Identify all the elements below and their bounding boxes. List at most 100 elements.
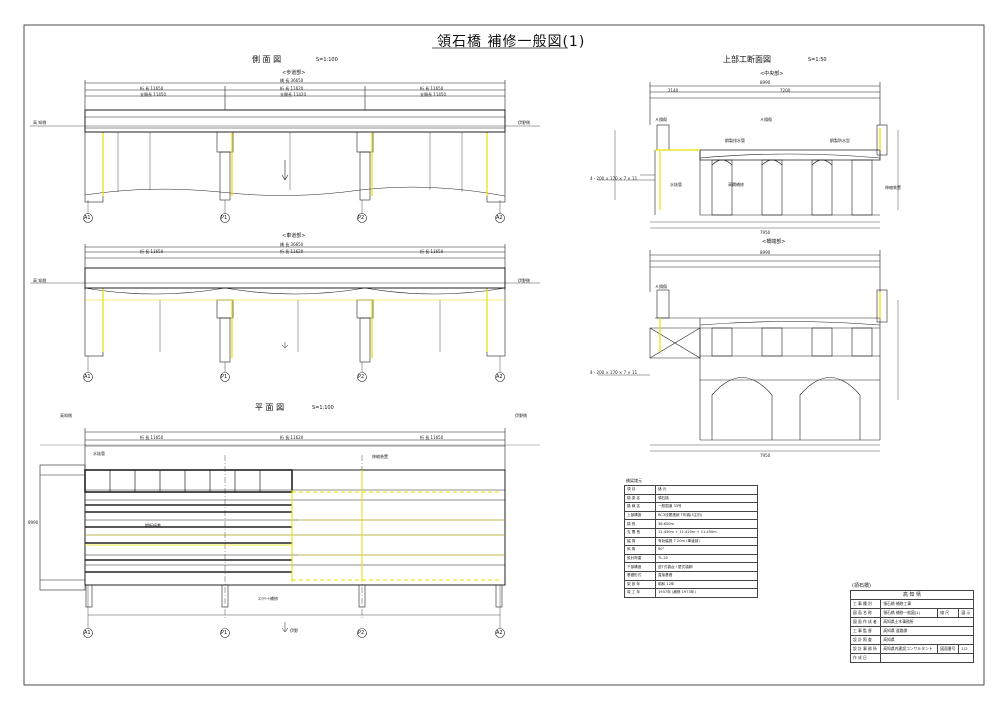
spec-cell-key: 竣 工 年: [624, 588, 656, 598]
spec-row: 架 設 年昭和 12年: [624, 579, 759, 590]
title-block-value: 高知県土木事務所: [880, 617, 974, 627]
title-block-scale-key: 縮 尺: [937, 608, 960, 618]
side-view-scale: S=1:100: [316, 57, 338, 63]
spec-cell-value: 領石橋: [654, 493, 759, 504]
plan-view-scale: S=1:100: [312, 405, 334, 411]
spec-row: 下部構造逆T式橋台 / 壁式橋脚: [624, 562, 759, 572]
spec-cell-value: 90°: [654, 545, 759, 555]
title-block-value: 高知県: [880, 635, 974, 645]
title-block-key: 設 計 事 務 所: [849, 644, 882, 654]
spec-cell-key: 架 設 年: [624, 579, 656, 590]
cross-section-bottom-width: 7950: [760, 230, 771, 235]
side-view-lower-right-end: 伊野側: [518, 278, 530, 283]
side-view-lower-span-3: 桁 長 11650: [420, 249, 444, 254]
pier-label-lower-p2: P2: [358, 374, 365, 380]
cross-section-center-highlights: [655, 128, 881, 210]
plan-view-label-drain: 水抜管: [93, 451, 105, 456]
cross-section-center: [598, 82, 899, 229]
plan-view-span-2: 桁 長 11620: [280, 435, 304, 440]
title-block-tag: (領石橋): [852, 583, 871, 589]
spec-cell-value: 一般国道 33号: [654, 502, 759, 512]
sheet-number: 1: [961, 646, 964, 651]
side-view-lower-label: <車道部>: [282, 233, 306, 239]
spec-cell-value: 1937年 (補修 1973年): [654, 588, 759, 598]
title-block: 高 知 県 工 事 種 別領石橋 補修工事 図 面 名 称領石橋 補修一般図(1…: [849, 590, 974, 663]
spec-cell-value: RC3径間連続 T桁橋(3主桁): [654, 510, 759, 521]
side-view-lower-span-1: 桁 長 11650: [140, 249, 164, 254]
side-view-left-end: 高 知側: [33, 120, 47, 125]
pier-label-a2: A2: [496, 215, 503, 221]
title-block-key: 設 計 照 査: [849, 635, 882, 645]
title-block-key: 作 成 日: [849, 653, 882, 663]
spec-cell-key: 支 間 長: [624, 527, 656, 538]
cross-section-scale: S=1:50: [808, 57, 827, 63]
side-view-support-3: 支間長 11450: [420, 92, 446, 97]
spec-cell-key: 設計荷重: [624, 553, 656, 564]
plan-view-title: 平 面 図: [255, 403, 285, 412]
cross-section-end: [598, 250, 899, 452]
title-block-value: 領石橋 補修一般図(1): [880, 608, 939, 618]
cross-section-end-note: Ａ損傷: [655, 284, 667, 289]
cross-section-dim-2: 7200: [780, 88, 791, 93]
cross-section-end-label: <橋端部>: [762, 239, 786, 245]
side-view-upper: [30, 80, 540, 223]
pier-label-lower-a2: A2: [496, 374, 503, 380]
plan-view-north: 伊野: [290, 628, 298, 633]
plan-pier-a2: A2: [496, 630, 503, 636]
spec-row: 路 線 名一般国道 33号: [624, 502, 759, 512]
title-block-value: 高知県内建設コンサルタント: [880, 644, 939, 654]
spec-cell-key: 橋 長: [624, 519, 656, 529]
side-view-lower-total: 橋 長 36650: [280, 242, 304, 247]
title-block-key: 図 面 作 成 者: [849, 617, 882, 627]
plan-view-span-3: 桁 長 11650: [420, 435, 444, 440]
cross-section-side-dim: 4 - 200 × 170 × 7 × 11: [590, 176, 638, 181]
spec-cell-value: 昭和 12年: [654, 579, 759, 590]
cross-section-end-bottom-width: 7950: [760, 453, 771, 458]
side-view-lower-span-2: 桁 長 11620: [280, 249, 304, 254]
spec-cell-key: 幅 員: [624, 536, 656, 547]
spec-cell-key: 路 線 名: [624, 502, 656, 512]
plan-view-highlights: [85, 470, 505, 582]
plan-view-width: 8990: [28, 520, 39, 525]
cross-section-note-5: 鋼製防水型: [830, 138, 850, 143]
cross-section-note-4: 鋼製排水管: [725, 138, 745, 143]
side-view-lower: [30, 244, 540, 382]
plan-view-label-joint: 伸縮装置: [372, 454, 388, 459]
spec-row: 幅 員有効幅員 7.20m (車道部): [624, 536, 759, 547]
spec-cell-key: 下部構造: [624, 562, 656, 572]
cross-section-dim-1: 2140: [668, 88, 679, 93]
cross-section-note-7: 高欄補修: [728, 182, 744, 187]
side-view-lower-highlights: [85, 289, 505, 358]
pier-label-lower-p1: P1: [221, 374, 228, 380]
spec-cell-value: 有効幅員 7.20m (車道部): [654, 536, 759, 547]
side-view-lower-left-end: 高 知側: [33, 278, 47, 283]
plan-view-label-plate: 鋼板接着: [145, 523, 161, 528]
spec-cell-key: 上部構造: [624, 510, 656, 521]
spec-cell-key: 橋 梁 名: [624, 493, 656, 504]
cross-section-end-top-width: 8990: [760, 250, 771, 255]
spec-header-value: 諸 元: [654, 485, 759, 495]
pier-label-a1: A1: [84, 215, 91, 221]
plan-view-hatched-band: [84, 469, 293, 573]
cross-section-top-width: 8990: [760, 80, 771, 85]
title-block-value: 高知県 道路課: [880, 626, 974, 636]
side-view-upper-label: <歩道部>: [282, 70, 306, 76]
title-block-value: 領石橋 補修工事: [880, 599, 974, 609]
spec-cell-value: 逆T式橋台 / 壁式橋脚: [654, 562, 759, 572]
cross-section-center-label: <中央部>: [760, 71, 784, 77]
plan-pier-a1: A1: [84, 630, 91, 636]
spec-cell-value: 直接基礎: [654, 570, 759, 581]
spec-table-title: 橋梁諸元: [626, 478, 642, 483]
pier-label-p1: P1: [221, 215, 228, 221]
plan-view-right-end: 伊野側: [515, 413, 527, 418]
side-view-right-end: 伊野側: [518, 120, 530, 125]
title-block-key: 工 事 監 督: [849, 626, 882, 636]
side-view-total-length: 橋 長 36650: [280, 78, 304, 83]
cross-section-note-6: 水抜管: [670, 182, 682, 187]
title-block-value: [880, 653, 974, 663]
cross-section-note-8: 伸縮装置: [885, 185, 901, 190]
side-view-support-1: 支間長 11450: [140, 92, 166, 97]
